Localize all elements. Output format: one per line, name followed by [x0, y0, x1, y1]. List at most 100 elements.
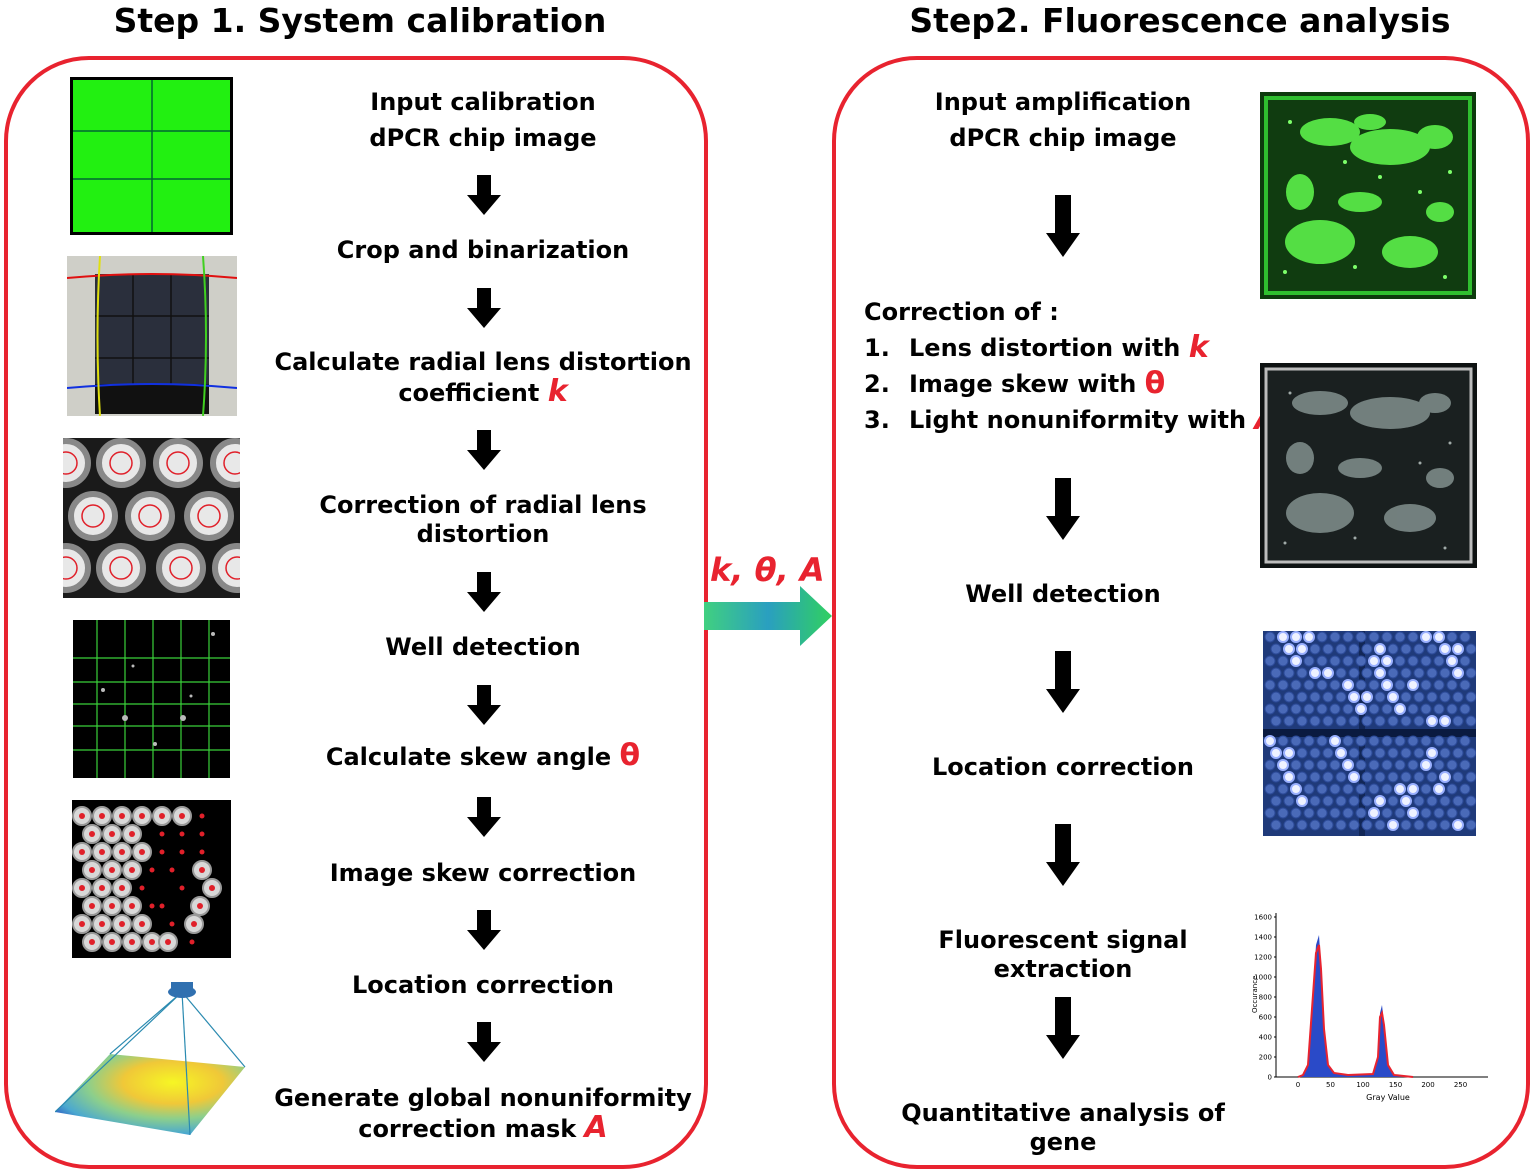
x-tick-label: 250	[1454, 1081, 1467, 1089]
well-dot	[1400, 795, 1412, 807]
well-dot	[1296, 795, 1308, 807]
well-dot	[1270, 795, 1282, 807]
well-dot	[1439, 691, 1451, 703]
well-dot	[1400, 819, 1412, 831]
well-dot	[1270, 691, 1282, 703]
well-dot	[1316, 655, 1328, 667]
well-dot	[1426, 667, 1438, 679]
well-dot	[1446, 735, 1458, 747]
well-dot	[1374, 795, 1386, 807]
step2-location-correction-text: Location correction	[932, 753, 1194, 781]
well-dot	[1439, 667, 1451, 679]
grid-detection-image	[73, 620, 230, 778]
well-dot	[1335, 691, 1347, 703]
well-dot	[1283, 715, 1295, 727]
well-dot	[1322, 667, 1334, 679]
y-tick-label: 1200	[1254, 954, 1272, 962]
histogram-xlabel: Gray Value	[1366, 1093, 1410, 1102]
well-dot	[1329, 807, 1341, 819]
well-dot	[1335, 819, 1347, 831]
y-tick-label: 400	[1259, 1034, 1272, 1042]
well-dot	[1394, 807, 1406, 819]
well-dot	[1433, 655, 1445, 667]
well-dot	[1394, 735, 1406, 747]
well-dot	[1374, 819, 1386, 831]
well-dot	[1381, 631, 1393, 643]
var-k: k	[547, 374, 568, 409]
step1-well-detection-text: Well detection	[385, 633, 581, 661]
nonuniformity-mask-image	[55, 982, 250, 1140]
well-dot	[1361, 643, 1373, 655]
well-dot	[1316, 759, 1328, 771]
well-dot	[1426, 643, 1438, 655]
well-dot	[1387, 643, 1399, 655]
well-dot	[1309, 747, 1321, 759]
y-tick-label: 200	[1259, 1054, 1272, 1062]
well-dot	[1439, 771, 1451, 783]
var-theta: θ	[1144, 366, 1166, 401]
well-dot	[1335, 715, 1347, 727]
well-dot	[1433, 735, 1445, 747]
well-dot	[1407, 735, 1419, 747]
well-dot	[1381, 783, 1393, 795]
well-dot	[1329, 783, 1341, 795]
well-dot	[1361, 819, 1373, 831]
well-dot	[1264, 703, 1276, 715]
step1-crop-text: Crop and binarization	[336, 236, 630, 264]
well-dot	[1439, 715, 1451, 727]
well-dot	[1290, 807, 1302, 819]
well-dot	[1413, 715, 1425, 727]
well-dot	[1446, 655, 1458, 667]
well-dot	[1277, 703, 1289, 715]
well-dot	[1355, 703, 1367, 715]
well-dot	[1355, 655, 1367, 667]
skew-corrected-wells-image	[72, 800, 231, 958]
well-dot	[1264, 759, 1276, 771]
well-dot	[1387, 795, 1399, 807]
well-dot	[1303, 783, 1315, 795]
well-dot	[1309, 771, 1321, 783]
correction-item: 3.Light nonuniformity with A	[864, 402, 1278, 438]
well-dot	[1387, 747, 1399, 759]
well-dot	[1277, 735, 1289, 747]
well-dot	[1465, 667, 1476, 679]
well-dot	[1465, 795, 1476, 807]
well-dot	[1426, 691, 1438, 703]
step1-mask-text: Generate global nonuniformity correction…	[274, 1084, 692, 1145]
well-dot	[1368, 807, 1380, 819]
well-dot	[1329, 735, 1341, 747]
transfer-label: k, θ, A	[710, 551, 825, 589]
well-dot	[1277, 807, 1289, 819]
well-dot	[1426, 747, 1438, 759]
well-dot	[1368, 783, 1380, 795]
well-dot	[1407, 783, 1419, 795]
well-dot	[1446, 759, 1458, 771]
well-dot	[1361, 795, 1373, 807]
well-dot	[1452, 747, 1464, 759]
well-dot	[1283, 691, 1295, 703]
well-dot	[1290, 631, 1302, 643]
well-dot	[1316, 735, 1328, 747]
well-dot	[1309, 691, 1321, 703]
well-dot	[1381, 735, 1393, 747]
well-dot	[1433, 807, 1445, 819]
well-dot	[1459, 759, 1471, 771]
well-dot	[1355, 735, 1367, 747]
well-dot	[1355, 807, 1367, 819]
well-dot	[1400, 715, 1412, 727]
x-tick-label: 50	[1326, 1081, 1335, 1089]
well-dot	[1342, 631, 1354, 643]
step2-title: Step2. Fluorescence analysis	[909, 1, 1451, 40]
well-dot	[1387, 667, 1399, 679]
well-dot	[1394, 759, 1406, 771]
well-dot	[1407, 759, 1419, 771]
well-dot	[1309, 819, 1321, 831]
well-dot	[1381, 759, 1393, 771]
well-dot	[1413, 643, 1425, 655]
well-dot	[1413, 819, 1425, 831]
well-dot	[1290, 759, 1302, 771]
well-dot	[1290, 783, 1302, 795]
well-dot	[1420, 631, 1432, 643]
